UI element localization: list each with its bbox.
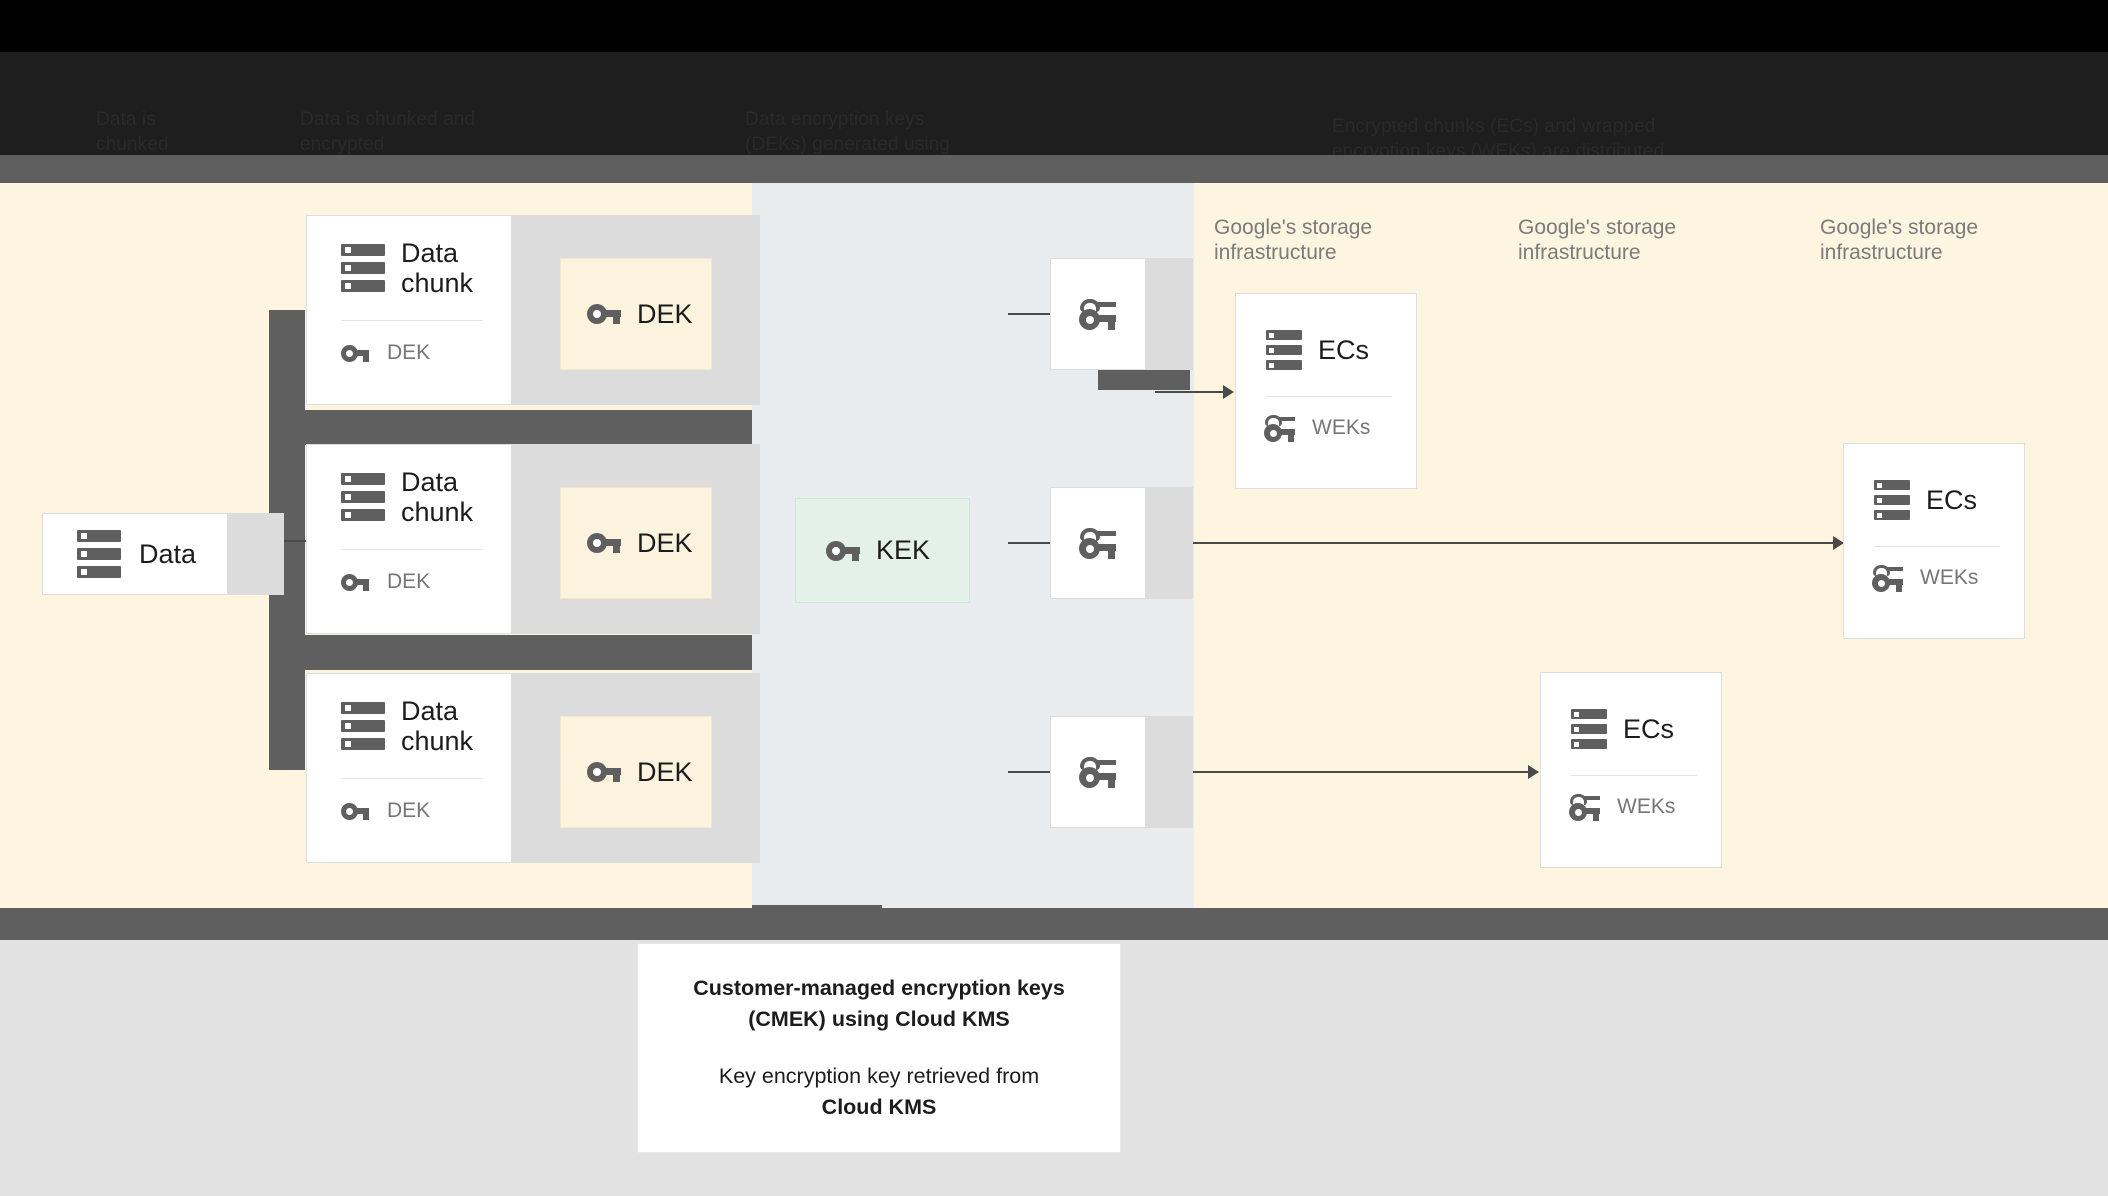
chunk-card-1-title: Data chunk <box>401 238 474 299</box>
dek-box-3-label: DEK <box>637 756 693 787</box>
header-dark-band: Data is chunked Data is chunked and encr… <box>0 52 2108 187</box>
key-icon <box>341 802 369 821</box>
dek-box-1[interactable]: DEK <box>560 258 712 370</box>
wek-card-3[interactable] <box>1050 716 1146 828</box>
key-icon <box>587 761 621 783</box>
connector-wek2-to-ec2 <box>1155 542 1845 544</box>
ec-card-1-title: ECs <box>1318 334 1370 365</box>
bottom-grey-bar <box>0 908 2108 940</box>
wrapped-key-icon <box>1079 299 1117 330</box>
key-icon <box>341 344 369 363</box>
kek-box-label: KEK <box>876 535 931 566</box>
dek-box-2[interactable]: DEK <box>560 487 712 599</box>
connector-kek-to-wek2 <box>1008 542 1060 544</box>
chunk-card-1-key-label: DEK <box>387 341 431 365</box>
arrowhead-ec2 <box>1833 536 1844 550</box>
chunk-card-3-divider <box>341 778 483 780</box>
ec-card-1[interactable]: ECs WEKs <box>1235 293 1417 489</box>
wrapped-key-icon <box>1079 757 1117 788</box>
server-stack-icon <box>1874 480 1910 520</box>
ec-card-2-title: ECs <box>1926 484 1978 515</box>
chunk-card-2-divider <box>341 549 483 551</box>
header-column-2: Data is chunked and encrypted <box>300 109 476 155</box>
ec-card-3-divider <box>1571 775 1697 776</box>
data-card-label: Data <box>139 538 197 569</box>
server-stack-icon <box>341 473 385 522</box>
server-stack-icon <box>341 244 385 293</box>
caption-connector-strip <box>752 905 882 911</box>
ec-card-3-title: ECs <box>1623 713 1675 744</box>
key-icon <box>587 532 621 554</box>
chunk-card-1[interactable]: Data chunk DEK <box>306 215 512 405</box>
chunk-card-2-title: Data chunk <box>401 467 474 528</box>
arrowhead-ec3 <box>1528 765 1539 779</box>
ec-card-1-key-label: WEKs <box>1312 416 1371 439</box>
dek-box-1-label: DEK <box>637 298 693 329</box>
header-grey-divider <box>0 155 2108 183</box>
ec-card-1-divider <box>1266 396 1392 397</box>
storage-label-1: Google's storage infrastructure <box>1214 216 1373 264</box>
shadow-bar-horizontal-1 <box>269 410 752 445</box>
dek-box-3[interactable]: DEK <box>560 716 712 828</box>
header-column-1: Data is chunked <box>96 109 169 155</box>
connector-to-wek1 <box>1008 313 1060 315</box>
key-icon <box>826 540 860 562</box>
server-stack-icon <box>1571 709 1607 749</box>
shadow-bar-horizontal-2 <box>269 635 752 670</box>
chunk-card-2-key-label: DEK <box>387 570 431 594</box>
server-stack-icon <box>77 530 121 578</box>
wek-card-2[interactable] <box>1050 487 1146 599</box>
ec-card-2[interactable]: ECs WEKs <box>1843 443 2025 639</box>
caption-line-2-prefix: Key encryption key retrieved from <box>718 1064 1040 1088</box>
key-icon <box>341 573 369 592</box>
arrowhead-ec1 <box>1223 385 1234 399</box>
connector-wek3-to-ec3 <box>1155 771 1535 773</box>
kek-box[interactable]: KEK <box>795 498 970 603</box>
server-stack-icon <box>1266 330 1302 370</box>
connector-to-wek3 <box>1008 771 1060 773</box>
ec-card-3[interactable]: ECs WEKs <box>1540 672 1722 868</box>
caption-line-2-bold: Cloud KMS <box>821 1095 937 1120</box>
storage-label-2: Google's storage infrastructure <box>1518 216 1677 264</box>
chunk-card-1-divider <box>341 320 483 322</box>
chunk-card-3-title: Data chunk <box>401 696 474 757</box>
wrapped-key-icon <box>1569 794 1601 821</box>
caption-box: Customer-managed encryption keys (CMEK) … <box>637 943 1121 1153</box>
wrapped-key-icon <box>1264 415 1296 442</box>
ec-card-3-key-label: WEKs <box>1617 795 1676 818</box>
dek-box-2-label: DEK <box>637 527 693 558</box>
caption-line-2: Key encryption key retrieved from Cloud … <box>719 1061 1039 1123</box>
wek-card-1[interactable] <box>1050 258 1146 370</box>
ec-card-2-key-label: WEKs <box>1920 566 1979 589</box>
chunk-card-3-key-label: DEK <box>387 799 431 823</box>
key-icon <box>587 303 621 325</box>
caption-line-1: Customer-managed encryption keys (CMEK) … <box>693 975 1065 1031</box>
server-stack-icon <box>341 702 385 751</box>
header-top-black-bar <box>0 0 2108 52</box>
storage-label-3: Google's storage infrastructure <box>1820 216 1979 264</box>
connector-wek1-to-ec1 <box>1155 391 1227 393</box>
wrapped-key-icon <box>1079 528 1117 559</box>
chunk-card-3[interactable]: Data chunk DEK <box>306 673 512 863</box>
data-card[interactable]: Data <box>42 513 228 595</box>
ec-card-2-divider <box>1874 546 2000 547</box>
wrapped-key-icon <box>1872 565 1904 592</box>
chunk-card-2[interactable]: Data chunk DEK <box>306 444 512 634</box>
